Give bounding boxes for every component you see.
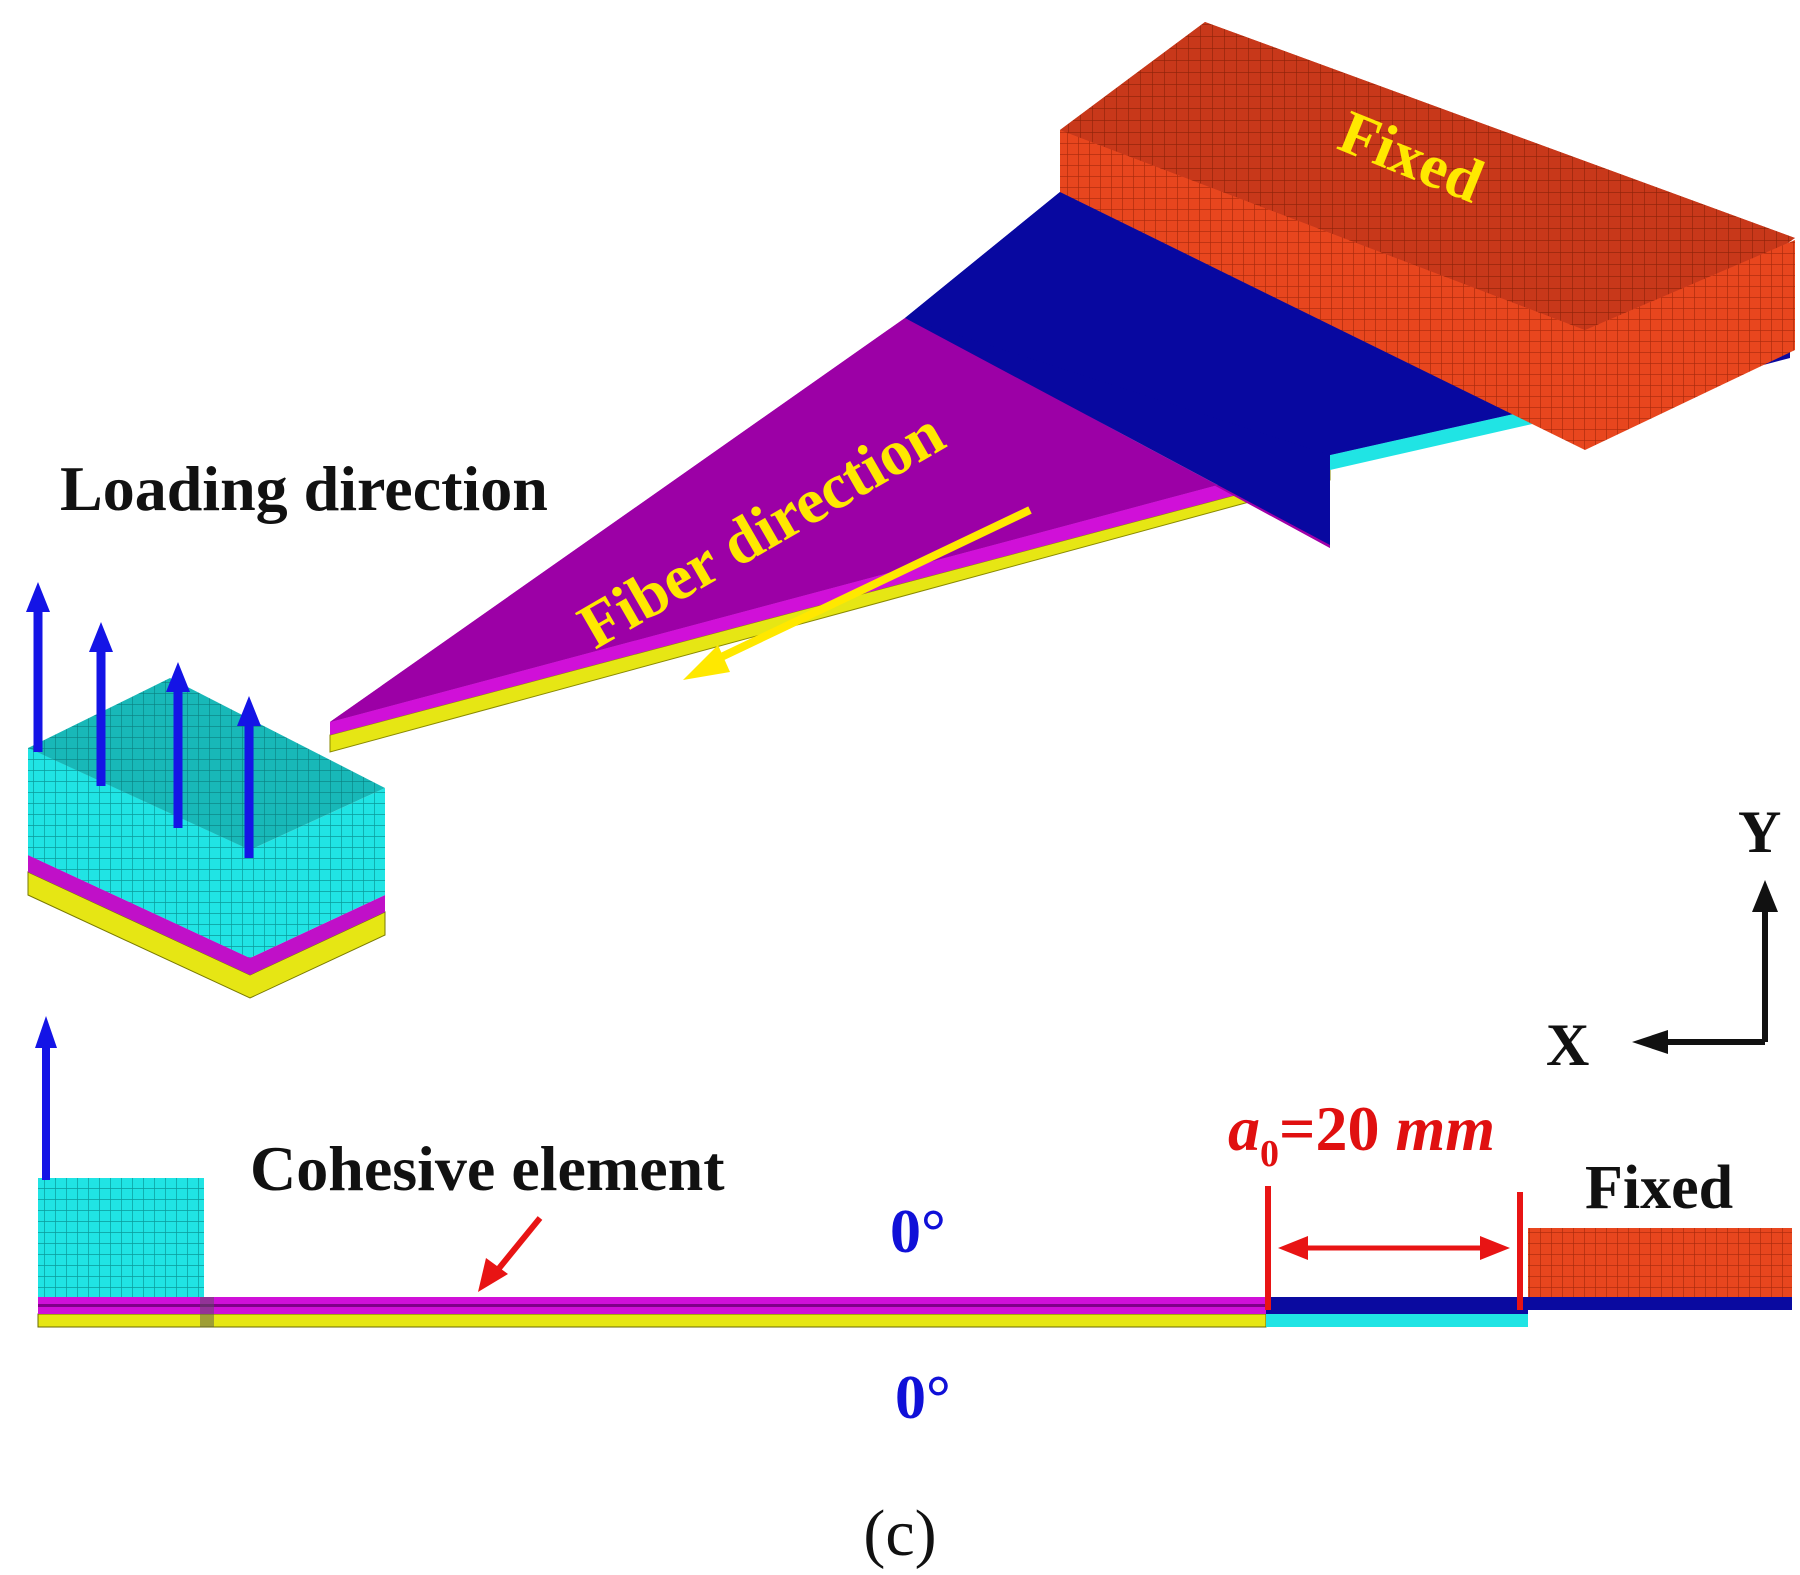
beam-top-fill [330, 318, 1330, 722]
cohesive-element-label: Cohesive element [250, 1133, 725, 1204]
axis-triad [1632, 880, 1778, 1054]
crack-length-label: a0=20 mm [1228, 1093, 1495, 1175]
side-fixed-blue [1528, 1297, 1792, 1310]
ply-bottom-label: 0° [895, 1364, 951, 1432]
side-loading-block [38, 1178, 204, 1297]
side-yellow-ply [37, 1313, 1267, 1328]
load-arrow-2d [35, 1016, 57, 1180]
crack-dimension [1265, 1186, 1523, 1310]
loading-block-front-full [28, 748, 385, 958]
ply-top-label: 0° [890, 1198, 946, 1266]
fixture-right [1585, 240, 1795, 450]
beam-magenta-ply-edge [330, 455, 1330, 735]
figure-caption: (c) [863, 1497, 936, 1570]
loading-direction-label: Loading direction [60, 453, 548, 524]
side-crack-blue [1266, 1297, 1528, 1314]
side-block-gap [200, 1297, 214, 1327]
fixed-label-side: Fixed [1585, 1154, 1733, 1222]
side-fixture-block [1528, 1228, 1792, 1297]
fixture-top-face [1060, 22, 1795, 330]
axis-x-label: X [1546, 1012, 1589, 1078]
fiber-direction-arrow [683, 506, 1032, 680]
side-crack-cyan [1266, 1314, 1528, 1327]
side-magenta-ply-line [38, 1304, 1266, 1307]
fixture-front [1060, 130, 1585, 450]
load-arrows-3d [26, 582, 261, 858]
loading-block-top [28, 678, 385, 850]
loading-block-magenta-ply [28, 855, 385, 975]
axis-y-label: Y [1738, 799, 1781, 865]
cohesive-pointer-arrow [478, 1216, 543, 1292]
